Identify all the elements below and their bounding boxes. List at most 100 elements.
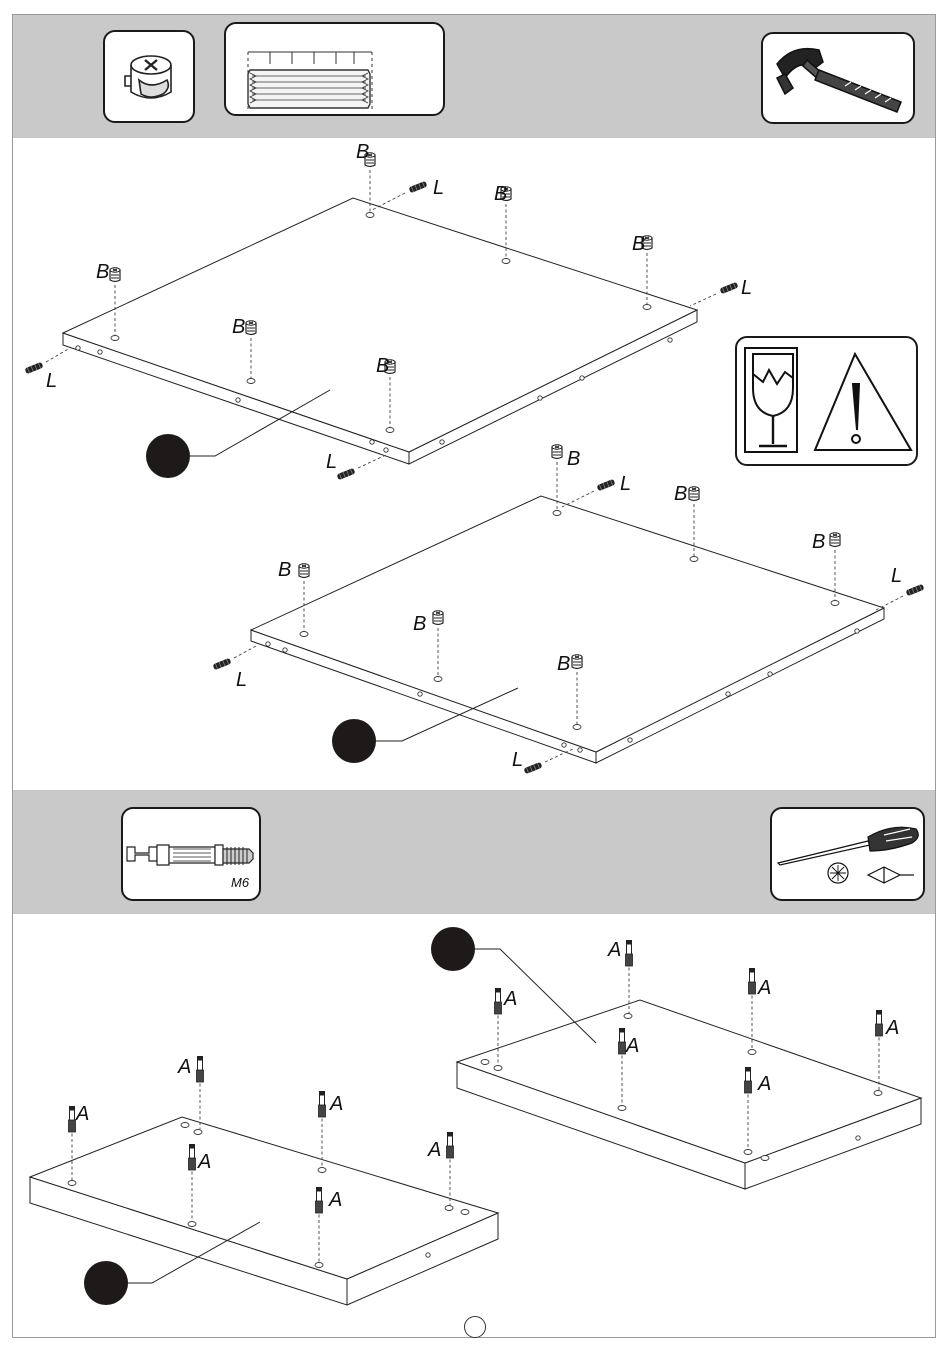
drill-hole <box>445 1206 453 1211</box>
cam-lock-part <box>246 321 256 335</box>
edge-hole <box>726 692 730 696</box>
edge-hole <box>236 398 240 402</box>
part-label: B <box>812 531 825 553</box>
part-label: L <box>891 565 902 587</box>
drill-hole <box>573 725 581 730</box>
edge-hole <box>370 440 374 444</box>
part-label: L <box>236 669 247 691</box>
connector-bolt-part <box>197 1056 204 1082</box>
dowel-part <box>213 658 232 670</box>
connector-bolt-part <box>619 1028 626 1054</box>
edge-hole <box>440 440 444 444</box>
cam-lock-part <box>552 445 562 459</box>
edge-hole <box>768 672 772 676</box>
edge-hole <box>628 738 632 742</box>
panel-1 <box>63 198 697 464</box>
connector-bolt-part <box>876 1010 883 1036</box>
drill-hole <box>111 336 119 341</box>
part-label: B <box>356 141 369 163</box>
drill-hole <box>624 1014 632 1019</box>
dowel-part <box>409 181 428 193</box>
drill-hole <box>181 1123 189 1128</box>
connector-bolt-part <box>745 1067 752 1093</box>
part-label: B <box>96 261 109 283</box>
dowel-part <box>597 479 616 491</box>
connector-bolt-part <box>495 988 502 1014</box>
cam-lock-part <box>830 533 840 547</box>
connector-bolt-part <box>749 968 756 994</box>
part-label: L <box>512 749 523 771</box>
dowel-part <box>906 584 925 596</box>
dowel-part <box>337 468 356 480</box>
connector-bolt-part <box>626 940 633 966</box>
drill-hole <box>553 511 561 516</box>
drill-hole <box>300 632 308 637</box>
edge-hole <box>266 642 270 646</box>
part-number-bullet <box>84 1261 128 1305</box>
part-label: B <box>494 183 507 205</box>
part-label: B <box>376 355 389 377</box>
part-label: A <box>329 1093 343 1115</box>
part-label: A <box>757 1073 771 1095</box>
drill-hole <box>643 305 651 310</box>
drill-hole <box>690 557 698 562</box>
drill-hole <box>744 1150 752 1155</box>
part-label: B <box>632 233 645 255</box>
part-label: A <box>427 1139 441 1161</box>
drill-hole <box>461 1210 469 1215</box>
part-label: L <box>46 370 57 392</box>
part-label: L <box>326 451 337 473</box>
part-number-bullet <box>146 434 190 478</box>
edge-hole <box>855 629 859 633</box>
part-number-bullet <box>431 927 475 971</box>
drill-hole <box>618 1106 626 1111</box>
edge-hole <box>562 743 566 747</box>
part-label: A <box>607 939 621 961</box>
edge-hole <box>384 448 388 452</box>
drill-hole <box>318 1168 326 1173</box>
part-label: A <box>885 1017 899 1039</box>
part-label: B <box>674 483 687 505</box>
part-label: B <box>567 448 580 470</box>
drill-hole <box>386 428 394 433</box>
drill-hole <box>366 213 374 218</box>
part-label: A <box>625 1035 639 1057</box>
guide-line <box>234 645 258 658</box>
part-label: B <box>278 559 291 581</box>
part-label: L <box>741 277 752 299</box>
edge-hole <box>418 692 422 696</box>
cam-lock-part <box>433 611 443 625</box>
edge-hole <box>426 1253 430 1257</box>
part-number-bullet <box>332 719 376 763</box>
guide-line <box>46 348 70 362</box>
part-label: L <box>433 177 444 199</box>
panel-top-face <box>251 496 884 752</box>
connector-bolt-part <box>447 1132 454 1158</box>
part-label: B <box>232 316 245 338</box>
part-label: B <box>557 653 570 675</box>
edge-hole <box>76 346 80 350</box>
edge-hole <box>98 350 102 354</box>
drill-hole <box>434 677 442 682</box>
drill-hole <box>68 1181 76 1186</box>
part-label: A <box>328 1189 342 1211</box>
dowel-part <box>524 762 543 774</box>
cam-lock-part <box>110 268 120 282</box>
drill-hole <box>761 1156 769 1161</box>
part-label: L <box>620 473 631 495</box>
connector-bolt-part <box>316 1187 323 1213</box>
panel-3 <box>457 1000 921 1189</box>
connector-bolt-part <box>189 1144 196 1170</box>
part-label: B <box>413 613 426 635</box>
part-label: A <box>75 1103 89 1125</box>
part-label: A <box>757 977 771 999</box>
drill-hole <box>494 1066 502 1071</box>
drill-hole <box>748 1050 756 1055</box>
cam-lock-part <box>299 564 309 578</box>
guide-line <box>358 454 388 468</box>
guide-line <box>690 294 716 306</box>
edge-hole <box>538 396 542 400</box>
dowel-part <box>25 362 44 374</box>
part-label: A <box>177 1056 191 1078</box>
